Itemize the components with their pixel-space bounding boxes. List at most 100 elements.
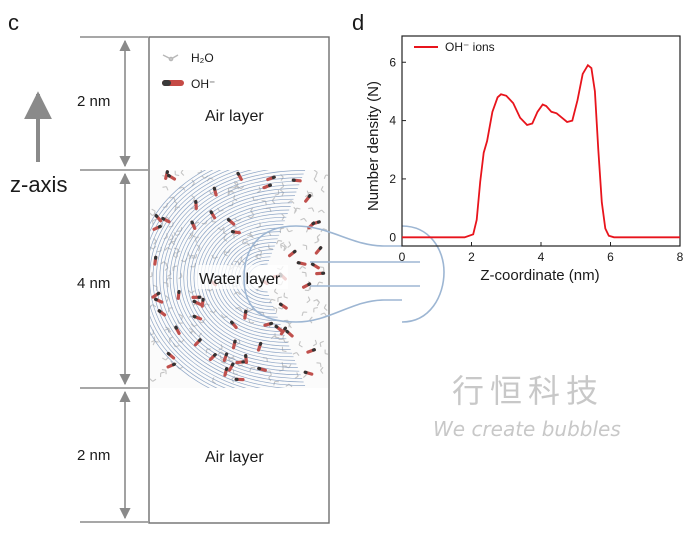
x-tick-label: 2 <box>468 250 475 264</box>
hydroxide-ion <box>278 302 288 310</box>
hydroxide-ion <box>208 353 217 362</box>
water-molecule <box>316 281 323 286</box>
hydroxide-ion <box>236 171 243 181</box>
hydroxide-ion <box>306 348 316 354</box>
hydroxide-ion <box>230 230 241 235</box>
hydroxide-ion <box>209 210 217 220</box>
hydroxide-ion <box>152 224 162 231</box>
hydroxide-ion <box>223 367 229 377</box>
hydroxide-ion <box>285 329 294 338</box>
hydroxide-ion <box>226 218 236 226</box>
hydroxide-ion <box>314 246 323 255</box>
water-molecule <box>293 206 297 214</box>
hydroxide-ion <box>243 309 248 320</box>
water-molecule <box>292 351 300 356</box>
water-molecule <box>316 233 321 241</box>
water-molecule <box>188 232 193 240</box>
bottom-air-layer-label: Air layer <box>205 449 264 466</box>
y-tick-label: 0 <box>389 230 396 244</box>
thickness-bottom-air: 2 nm <box>77 447 110 464</box>
water-molecule <box>272 306 278 313</box>
watermark-chinese: 行恒科技 <box>452 372 604 410</box>
water-molecule <box>274 190 280 196</box>
chart-axes <box>401 35 681 247</box>
water-molecule <box>150 378 157 382</box>
water-molecule <box>320 185 325 193</box>
water-molecule <box>190 262 197 268</box>
field-line <box>179 191 297 365</box>
water-molecule <box>162 186 169 191</box>
water-molecule <box>274 333 280 339</box>
hydroxide-ion <box>279 326 287 336</box>
water-molecule-icon <box>162 54 179 62</box>
water-molecules <box>150 170 328 388</box>
hydroxide-ion <box>274 324 284 333</box>
water-molecule <box>191 195 196 202</box>
x-tick-label: 8 <box>677 250 684 264</box>
y-tick-label: 2 <box>389 172 396 186</box>
water-layer-label-group: Water layer <box>196 265 288 289</box>
chart-ylabel: Number density (N) <box>365 81 382 211</box>
water-molecule <box>165 295 169 302</box>
hydroxide-ion <box>227 362 235 372</box>
x-tick-label: 0 <box>399 250 406 264</box>
water-molecule <box>281 244 286 252</box>
chart-xlabel: Z-coordinate (nm) <box>480 267 599 284</box>
water-molecule <box>281 361 287 367</box>
water-molecule <box>223 250 228 257</box>
hydroxide-ion <box>230 320 238 329</box>
water-layer-label: Water layer <box>199 271 281 288</box>
water-molecule <box>287 241 292 249</box>
water-molecule <box>313 307 318 313</box>
legend-h2o-label: H₂O <box>191 51 214 65</box>
watermark-english: We create bubbles <box>433 417 621 441</box>
hydroxide-ion <box>200 297 205 308</box>
water-molecule <box>233 291 241 296</box>
thickness-water: 4 nm <box>77 275 110 292</box>
oh-density-line <box>402 63 680 239</box>
water-molecule <box>220 314 228 319</box>
water-molecule <box>283 292 288 299</box>
water-molecule <box>174 170 180 177</box>
thickness-labels: 2 nm 4 nm 2 nm <box>72 90 122 464</box>
water-molecule <box>307 192 314 197</box>
plot-frame <box>401 35 681 247</box>
hydroxide-ion <box>167 173 177 181</box>
water-molecule <box>151 336 156 343</box>
water-molecule <box>217 351 225 356</box>
hydroxide-ion-icon <box>162 80 184 86</box>
hydroxide-ion <box>244 354 249 365</box>
water-molecule <box>319 266 325 272</box>
hydroxide-ion <box>191 295 202 300</box>
water-molecule <box>323 174 328 179</box>
thickness-markers <box>80 36 148 523</box>
water-molecule <box>161 369 167 375</box>
water-molecule <box>317 209 325 214</box>
hydroxide-ion <box>231 339 237 350</box>
water-molecule <box>247 214 255 219</box>
top-air-layer-label: Air layer <box>205 108 264 125</box>
hydroxide-ion <box>161 216 171 224</box>
hydroxide-ion <box>222 352 229 362</box>
hydroxide-ion <box>235 360 246 365</box>
water-molecule <box>313 175 318 183</box>
water-molecule <box>228 356 236 361</box>
hydroxide-ion <box>257 366 267 372</box>
field-line <box>190 202 293 354</box>
water-molecule <box>319 340 324 347</box>
hydroxide-ion <box>166 362 176 369</box>
molecule-legend: H₂O OH⁻ <box>162 51 215 91</box>
water-molecule <box>235 306 243 311</box>
hydroxide-ion <box>266 175 276 182</box>
hydroxide-ion <box>176 289 181 300</box>
water-molecule <box>306 296 311 304</box>
hydroxide-ion <box>301 282 312 289</box>
hydroxide-ion <box>256 341 263 352</box>
magnifier-connector <box>243 225 445 323</box>
water-molecule <box>298 341 303 348</box>
water-molecule <box>191 231 196 238</box>
y-tick-label: 4 <box>389 114 396 128</box>
water-molecule <box>299 265 307 270</box>
hydroxide-ion <box>153 255 158 266</box>
